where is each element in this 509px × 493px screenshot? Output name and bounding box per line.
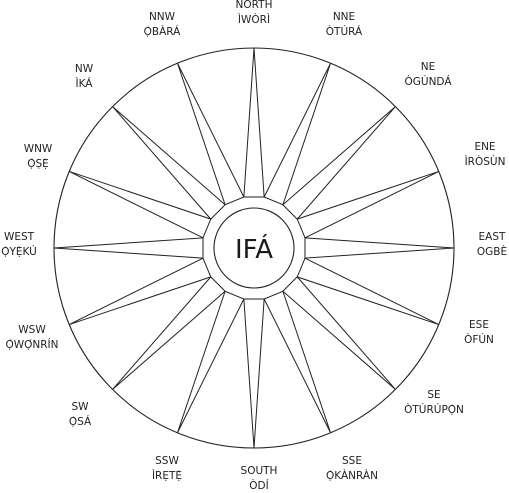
direction-abbr: SSE <box>342 455 362 467</box>
star-spike-se <box>282 276 396 390</box>
direction-label-ssw: SSW ÌRẸTẸ̀ <box>152 455 182 482</box>
direction-label-ne: NE ÒGÚNDÁ <box>404 61 452 88</box>
direction-odu-name: ÒDÍ <box>249 479 268 492</box>
direction-label-ene: ENE ÌRÒSÙN <box>465 141 506 168</box>
direction-label-sw: SW Ọ̀SÁ <box>69 401 92 428</box>
star-spike-ese <box>296 257 439 326</box>
direction-odu-name: ÒGÚNDÁ <box>404 75 452 88</box>
direction-odu-name: OGBÈ <box>477 245 507 258</box>
direction-abbr: NORTH <box>236 0 273 11</box>
direction-abbr: WSW <box>18 324 46 336</box>
direction-abbr: WEST <box>4 231 35 243</box>
star-spike-wsw <box>69 257 212 326</box>
star-spike-nnw <box>176 63 245 206</box>
direction-odu-name: ÒFÚN <box>464 333 494 346</box>
direction-abbr: ESE <box>469 319 489 331</box>
direction-odu-name: Ọ̀SÁ <box>69 415 92 428</box>
star-spike-north <box>243 47 265 198</box>
direction-label-ese: ESE ÒFÚN <box>464 319 494 346</box>
direction-odu-name: ÌRÒSÙN <box>465 155 506 168</box>
star-spike-nw <box>112 106 226 220</box>
direction-label-nw: NW ÌKÁ <box>75 63 94 90</box>
direction-label-nnw: NNW Ọ̀BÀRÁ <box>144 11 182 38</box>
star-spike-ne <box>282 106 396 220</box>
direction-label-west: WEST Ọ̀YẸ̀KÚ <box>1 231 37 258</box>
center-circle <box>213 207 295 289</box>
direction-abbr: NNW <box>149 11 176 23</box>
direction-abbr: SOUTH <box>241 465 278 477</box>
direction-label-wnw: WNW Ọ̀ṢẸ̀ <box>24 143 53 170</box>
direction-label-sse: SSE Ọ̀KÀNRÀN <box>326 455 378 482</box>
star-spike-east <box>304 237 455 259</box>
direction-odu-name: Ọ̀ṢẸ̀ <box>27 158 49 170</box>
direction-odu-name: ÌKÁ <box>76 77 94 90</box>
direction-odu-name: ÒTÚRÚPỌ̀N <box>404 403 464 416</box>
direction-label-east: EAST OGBÈ <box>477 231 507 258</box>
star-spike-sse <box>263 290 332 433</box>
star-spike-wnw <box>69 170 212 239</box>
star-spike-nne <box>263 63 332 206</box>
direction-abbr: SW <box>71 401 89 413</box>
direction-label-se: SE ÒTÚRÚPỌ̀N <box>404 389 464 416</box>
direction-abbr: NW <box>75 63 94 75</box>
direction-label-nne: NNE ÒTÚRÁ <box>326 11 363 38</box>
compass-star <box>53 47 455 449</box>
direction-label-north: NORTH ÌWÒRÌ <box>236 0 273 26</box>
direction-abbr: SE <box>427 389 440 401</box>
direction-abbr: WNW <box>24 143 53 155</box>
direction-odu-name: Ọ̀WỌ́NRÍN <box>5 338 58 351</box>
star-spike-sw <box>112 276 226 390</box>
direction-odu-name: Ọ̀BÀRÁ <box>144 25 182 38</box>
direction-abbr: EAST <box>479 231 506 243</box>
direction-odu-name: ÌWÒRÌ <box>238 13 270 26</box>
direction-label-wsw: WSW Ọ̀WỌ́NRÍN <box>5 324 58 351</box>
direction-odu-name: Ọ̀YẸ̀KÚ <box>1 245 37 258</box>
star-spike-ssw <box>176 290 245 433</box>
direction-odu-name: Ọ̀KÀNRÀN <box>326 469 378 482</box>
direction-abbr: NE <box>421 61 436 73</box>
star-spike-west <box>53 237 204 259</box>
direction-abbr: SSW <box>155 455 179 467</box>
direction-abbr: NNE <box>333 11 355 23</box>
direction-abbr: ENE <box>474 141 495 153</box>
star-spike-ene <box>296 170 439 239</box>
direction-label-south: SOUTH ÒDÍ <box>241 465 278 492</box>
direction-odu-name: ÒTÚRÁ <box>326 25 363 38</box>
direction-odu-name: ÌRẸTẸ̀ <box>152 469 182 482</box>
star-spike-south <box>243 298 265 449</box>
center-label: IFÁ <box>235 233 273 265</box>
